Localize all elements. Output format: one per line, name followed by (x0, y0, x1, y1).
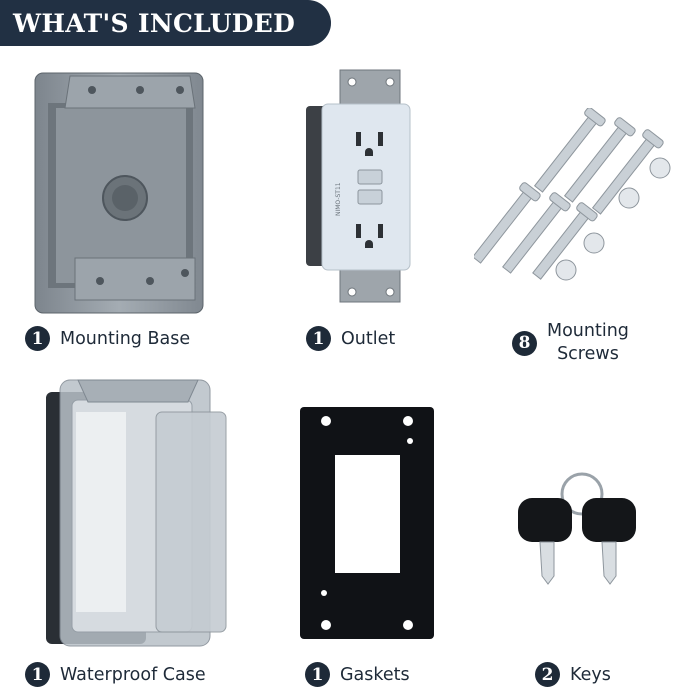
item-name: Mounting Base (60, 328, 191, 349)
item-label-mounting-base: 1 Mounting Base (25, 326, 190, 351)
item-label-mounting-screws: 8 Mounting Screws (512, 320, 629, 366)
item-label-keys: 2 Keys (535, 662, 611, 687)
quantity-badge: 2 (535, 662, 560, 687)
screws-icon (474, 108, 671, 281)
item-name-line-2: Screws (557, 344, 619, 364)
quantity-badge: 1 (25, 326, 50, 351)
whats-included-banner: WHAT'S INCLUDED (0, 0, 331, 46)
item-label-waterproof-case: 1 Waterproof Case (25, 662, 206, 687)
banner-title: WHAT'S INCLUDED (13, 8, 296, 38)
quantity-badge: 8 (512, 330, 537, 356)
item-name: Outlet (341, 328, 396, 349)
item-name-line-1: Mounting (547, 321, 629, 341)
outlet-print: NIMO-ST11 (335, 182, 342, 216)
metal-box-icon (34, 72, 204, 314)
item-name: Keys (570, 664, 611, 685)
quantity-badge: 1 (305, 662, 330, 687)
item-name: Mounting Screws (547, 320, 629, 366)
quantity-badge: 1 (25, 662, 50, 687)
item-name: Gaskets (340, 664, 410, 685)
clear-cover-icon (46, 379, 227, 647)
item-name: Waterproof Case (60, 664, 206, 685)
item-label-gaskets: 1 Gaskets (305, 662, 410, 687)
quantity-badge: 1 (306, 326, 331, 351)
gasket-icon (300, 407, 434, 639)
keys-icon (518, 472, 636, 585)
gfci-outlet-icon: NIMO-ST11 (306, 69, 411, 303)
item-label-outlet: 1 Outlet (306, 326, 395, 351)
